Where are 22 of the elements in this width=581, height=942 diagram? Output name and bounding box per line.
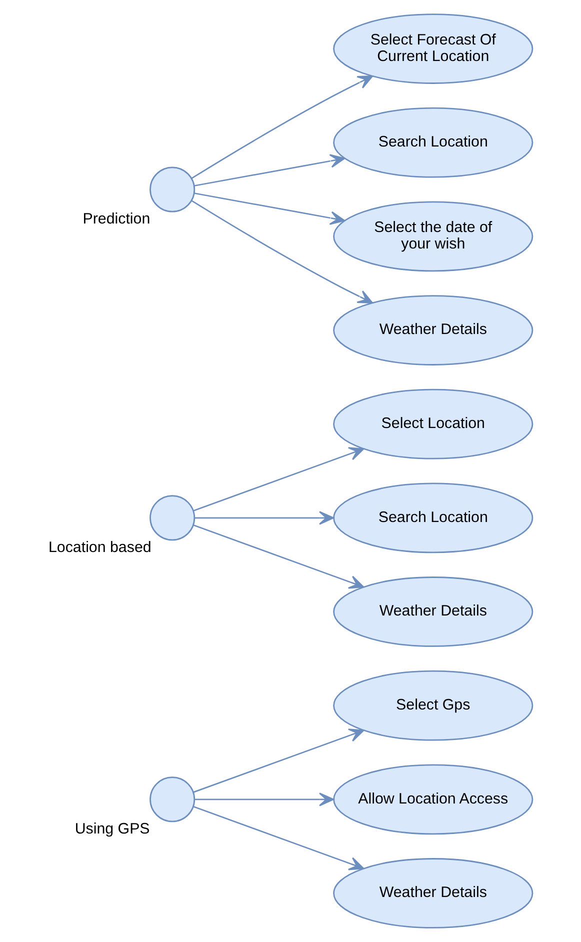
arrow: [192, 524, 364, 589]
node-circle: [149, 166, 195, 212]
node-ellipse: Search Location: [332, 482, 533, 554]
node-ellipse: Allow Location Access: [332, 764, 533, 835]
arrow: [194, 192, 345, 225]
node-label: Location based: [48, 539, 151, 556]
node-ellipse: Search Location: [332, 107, 533, 178]
arrow: [192, 447, 364, 512]
arrow: [194, 511, 334, 525]
node-ellipse: Select the date of your wish: [332, 201, 533, 272]
arrow: [190, 200, 372, 304]
node-ellipse: Select Forecast Of Current Location: [332, 14, 533, 84]
arrow: [192, 806, 364, 870]
node-circle: [149, 495, 195, 541]
node-circle: [149, 776, 195, 822]
node-ellipse: Weather Details: [332, 295, 533, 366]
node-label: Using GPS: [74, 820, 150, 838]
arrow: [190, 76, 372, 179]
arrow: [192, 728, 364, 793]
arrow: [194, 154, 345, 186]
node-label: Prediction: [82, 210, 150, 228]
arrow: [194, 792, 334, 806]
